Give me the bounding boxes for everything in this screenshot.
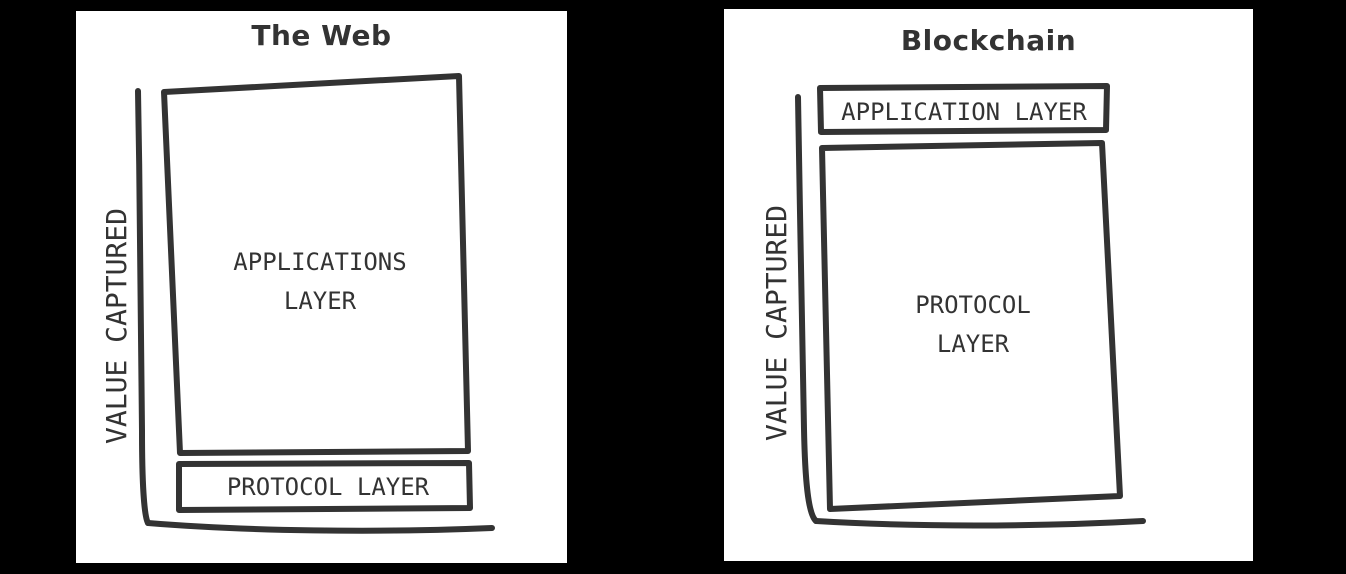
blockchain-application-layer-box (817, 83, 1110, 135)
web-applications-label-line2: LAYER (284, 287, 357, 315)
web-x-axis (145, 520, 495, 534)
web-panel: The Web VALUE CAPTURED APPLICATIONS LAYE… (76, 11, 567, 563)
web-diagram: VALUE CAPTURED APPLICATIONS LAYER PROTOC… (100, 73, 495, 534)
blockchain-protocol-layer-box (819, 140, 1123, 512)
blockchain-panel: Blockchain VALUE CAPTURED APPLICATION LA… (724, 9, 1253, 561)
blockchain-protocol-label-line2: LAYER (937, 330, 1010, 358)
web-title: The Web (251, 19, 392, 52)
blockchain-diagram: VALUE CAPTURED APPLICATION LAYER PROTOCO… (760, 83, 1146, 529)
blockchain-protocol-label-line1: PROTOCOL (915, 291, 1031, 319)
blockchain-x-axis (813, 518, 1146, 529)
web-y-axis-label: VALUE CAPTURED (100, 208, 133, 444)
blockchain-title: Blockchain (900, 24, 1077, 57)
web-applications-label-line1: APPLICATIONS (233, 248, 406, 276)
web-protocol-layer-box (176, 460, 473, 513)
blockchain-application-label: APPLICATION LAYER (841, 98, 1087, 126)
blockchain-y-axis-label: VALUE CAPTURED (760, 205, 793, 441)
web-protocol-label: PROTOCOL LAYER (227, 473, 430, 501)
web-y-axis (135, 88, 151, 526)
web-applications-layer-box (161, 73, 471, 456)
blockchain-y-axis (795, 94, 819, 524)
